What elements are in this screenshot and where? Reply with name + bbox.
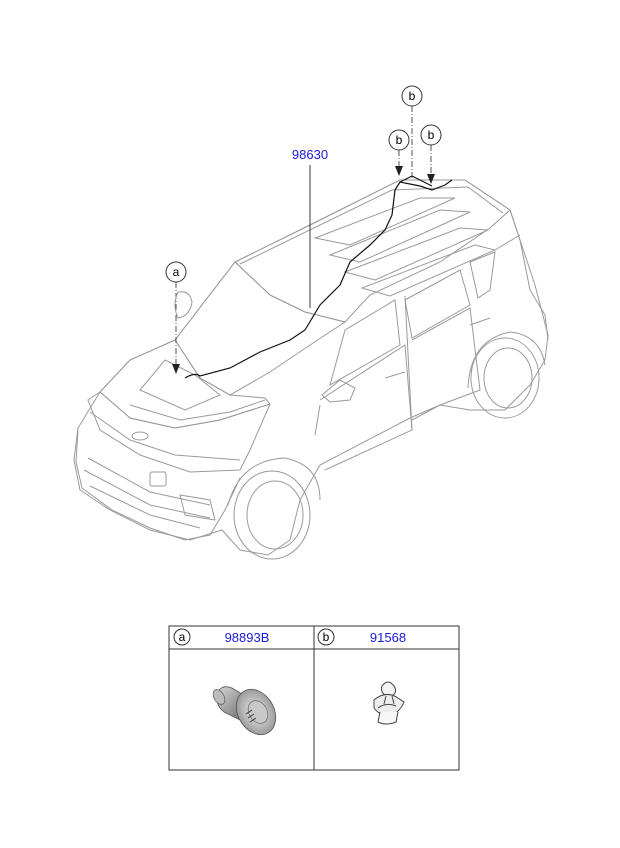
- arrow-a: [172, 364, 180, 374]
- roof-wiring-harness: [184, 175, 453, 379]
- grommet-icon: [212, 686, 277, 736]
- arrow-b-3: [427, 174, 435, 184]
- callout-b-2[interactable]: b: [388, 129, 410, 151]
- callout-a[interactable]: a: [165, 261, 187, 283]
- legend-letter-b: b: [323, 630, 330, 644]
- clip-icon: [373, 681, 405, 725]
- callout-b-3-letter: b: [428, 128, 435, 142]
- legend-part-number-b[interactable]: 91568: [370, 630, 406, 645]
- legend-cell-a[interactable]: a 98893B: [173, 628, 270, 646]
- part-number-98630[interactable]: 98630: [292, 147, 328, 162]
- legend-part-number-a[interactable]: 98893B: [225, 630, 270, 645]
- vehicle-illustration: [73, 179, 549, 560]
- callout-b-1[interactable]: b: [401, 85, 423, 107]
- legend-cell-b[interactable]: b 91568: [317, 628, 406, 646]
- callout-b-3[interactable]: b: [420, 124, 442, 146]
- grommet-location-marker: [174, 291, 193, 319]
- callout-a-letter: a: [173, 265, 180, 279]
- legend-letter-a: a: [179, 630, 186, 644]
- parts-legend-table: a 98893B b 91568: [168, 625, 460, 771]
- arrow-b-2: [395, 166, 403, 176]
- callout-b-1-letter: b: [409, 89, 416, 103]
- callout-b-2-letter: b: [396, 133, 403, 147]
